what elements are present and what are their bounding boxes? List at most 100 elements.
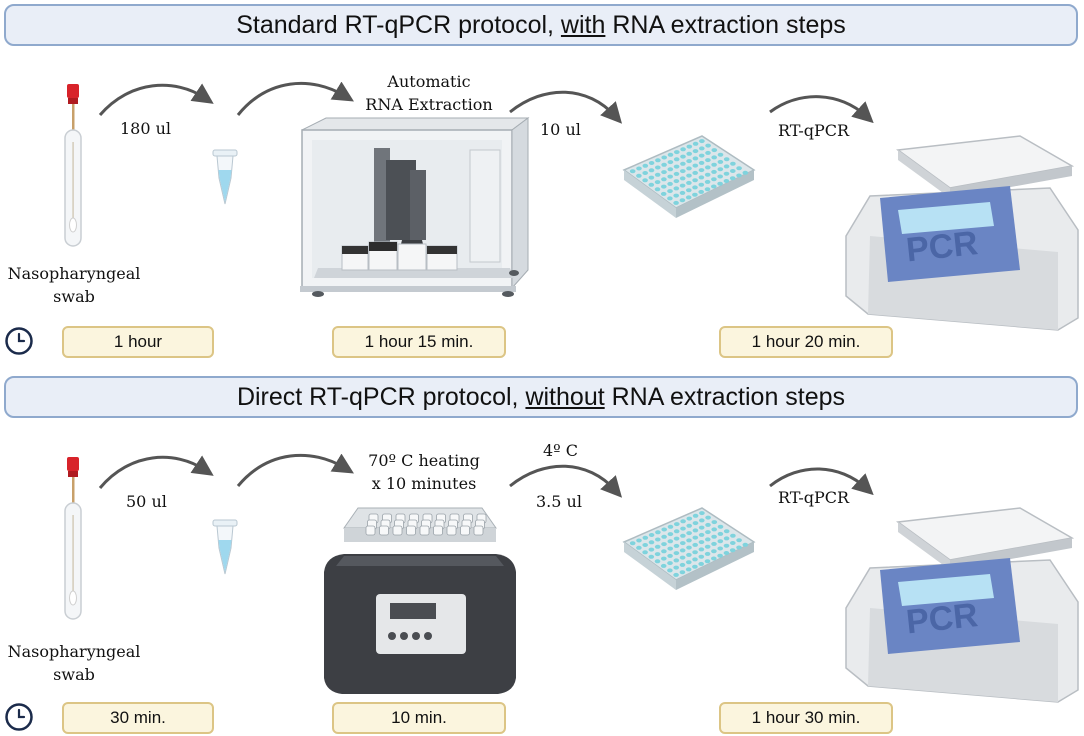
plate-well <box>673 171 680 176</box>
protocol-2-step1-volume: 50 ul <box>126 492 167 511</box>
plate-well <box>667 152 674 157</box>
plate-well <box>642 550 648 555</box>
plate-well <box>717 152 724 157</box>
plate-well <box>679 176 686 181</box>
plate-well <box>736 173 742 178</box>
swab-tube-icon <box>64 83 82 247</box>
plate-well <box>717 159 724 164</box>
plate-well <box>680 541 686 546</box>
plate-well <box>680 526 686 531</box>
plate-well <box>692 521 699 526</box>
plate-well <box>679 548 686 553</box>
protocol-2-step2-temp: 4º C <box>543 441 579 460</box>
plate-well <box>723 551 730 555</box>
plate-well <box>698 561 704 566</box>
plate-well <box>679 562 686 567</box>
heat-block-well <box>419 525 430 536</box>
plate-well <box>654 544 661 549</box>
plate-well <box>686 180 692 185</box>
plate-well <box>717 167 724 172</box>
plate-well <box>692 535 699 540</box>
plate-well <box>705 150 711 155</box>
plate-well <box>661 155 667 160</box>
plate-well <box>723 157 730 162</box>
plate-well <box>711 148 718 153</box>
protocol-1-sample-label: Nasopharyngeal swab <box>7 264 141 306</box>
plate-well <box>711 520 718 525</box>
plate-well <box>692 178 698 183</box>
plate-well <box>685 195 692 200</box>
protocol-2-title-emphasis: without <box>525 383 605 411</box>
plate-well <box>717 553 723 558</box>
plate-well <box>699 511 705 516</box>
plate-well <box>736 166 742 171</box>
plate-well <box>698 168 705 173</box>
plate-well <box>704 551 711 556</box>
curved-arrow-icon <box>98 455 214 489</box>
protocol-2-title: Direct RT-qPCR protocol, without RNA ext… <box>4 376 1078 418</box>
protocol-2-step3-label: RT-qPCR <box>778 488 850 507</box>
protocol-1-step3-label: RT-qPCR <box>778 121 850 140</box>
protocol-1-stage2-label: Automatic RNA Extraction <box>365 72 493 114</box>
plate-well <box>717 181 723 186</box>
curved-arrow-icon <box>769 467 874 496</box>
plate-well <box>673 193 679 198</box>
plate-well <box>667 546 673 551</box>
plate-well <box>742 542 749 547</box>
heat-block-well <box>433 525 443 536</box>
plate-well <box>654 180 661 185</box>
plate-well <box>692 542 698 547</box>
plate-well <box>717 531 724 536</box>
plate-well <box>730 161 736 166</box>
plate-well <box>686 552 692 557</box>
well-plate-icon <box>623 507 755 590</box>
plate-well <box>667 553 673 558</box>
heat-block-well <box>460 525 470 536</box>
plate-well <box>692 564 698 569</box>
plate-well <box>686 523 692 528</box>
plate-well <box>711 527 717 532</box>
plate-well <box>686 151 692 156</box>
protocol-1-step2-volume: 10 ul <box>540 120 581 139</box>
plate-well <box>729 548 736 553</box>
plate-well <box>655 530 661 535</box>
plate-well <box>698 547 705 552</box>
microtube-icon <box>212 519 238 575</box>
protocol-2-time-3: 1 hour 30 min. <box>719 702 893 734</box>
plate-well <box>667 160 674 165</box>
protocol-2-step2-volume: 3.5 ul <box>536 492 582 511</box>
heat-block-well <box>406 525 416 536</box>
plate-well <box>661 177 667 182</box>
plate-well <box>661 542 667 547</box>
plate-well <box>680 154 686 159</box>
plate-well <box>692 513 699 518</box>
plate-well <box>648 168 655 173</box>
heat-block-well <box>446 525 457 536</box>
heat-block-well <box>365 525 376 536</box>
plate-well <box>730 169 736 173</box>
plate-well <box>680 519 686 524</box>
plate-well <box>705 143 711 148</box>
plate-well <box>673 558 680 563</box>
plate-well <box>673 179 680 184</box>
pcr-machine-icon: PCR <box>845 507 1079 703</box>
plate-well <box>692 185 698 190</box>
plate-well <box>711 162 717 167</box>
plate-well <box>648 161 655 165</box>
plate-well <box>654 559 661 564</box>
plate-well <box>667 189 673 194</box>
curved-arrow-icon <box>509 90 623 124</box>
microtube-icon <box>212 149 238 205</box>
plate-well <box>654 172 661 177</box>
curved-arrow-icon <box>236 81 354 116</box>
plate-well <box>667 568 673 573</box>
plate-well <box>636 538 642 543</box>
plate-well <box>642 535 649 540</box>
plate-well <box>704 544 711 549</box>
plate-well <box>655 537 661 542</box>
plate-well <box>685 567 692 572</box>
plate-well <box>723 536 730 541</box>
plate-well <box>692 149 699 154</box>
plate-well <box>654 552 661 557</box>
heat-block-well <box>392 525 403 536</box>
